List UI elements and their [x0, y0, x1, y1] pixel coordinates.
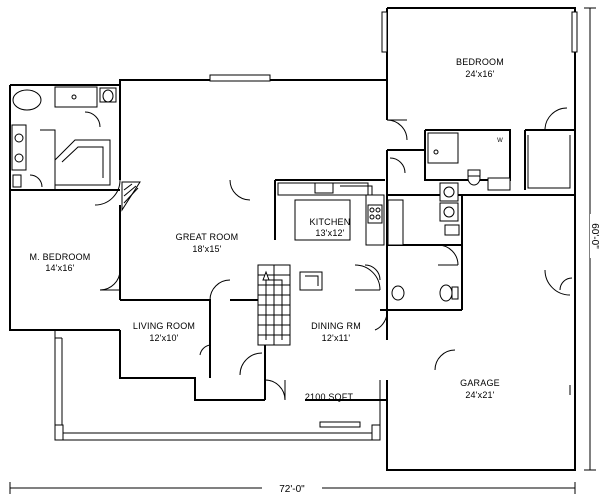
room-size-garage: 24'x21' [465, 390, 494, 400]
width-dimension: 72'-0" [279, 484, 305, 495]
depth-dimension: 60'-0" [589, 223, 600, 249]
toilet-icon [102, 89, 114, 103]
bathtub-icon [12, 89, 42, 111]
room-name-living-room: LIVING ROOM [133, 321, 195, 331]
room-labels: BEDROOM 24'x16' M. BEDROOM 14'x16' GREAT… [29, 57, 503, 402]
room-name-garage: GARAGE [460, 378, 500, 388]
area-label: 2100 SQFT [305, 392, 354, 402]
master-bath [11, 86, 117, 190]
doors [29, 107, 573, 401]
room-size-m-bedroom: 14'x16' [45, 263, 74, 273]
sink-icon [14, 153, 24, 163]
windows [209, 11, 578, 428]
room-name-great-room: GREAT ROOM [176, 232, 239, 242]
stove-icon [367, 204, 383, 224]
room-name-kitchen: KITCHEN [310, 217, 351, 227]
shower-icon [427, 132, 459, 164]
sink-icon [14, 133, 24, 143]
porch [54, 330, 381, 441]
refrigerator-icon [387, 199, 404, 246]
room-size-dining-rm: 12'x11' [322, 333, 351, 343]
stairs [257, 264, 323, 346]
room-name-m-bedroom: M. BEDROOM [29, 252, 90, 262]
room-size-kitchen: 13'x12' [315, 228, 344, 238]
sink-icon [391, 285, 405, 301]
svg-text:W: W [497, 138, 503, 144]
toilet-icon [439, 284, 453, 302]
kitchen-island [294, 199, 351, 241]
room-size-living-room: 12'x10' [149, 333, 178, 343]
sink-icon [314, 182, 334, 194]
room-size-bedroom: 24'x16' [465, 69, 494, 79]
room-name-bedroom: BEDROOM [456, 57, 504, 67]
bedroom-bath: W [427, 132, 571, 191]
fireplace [121, 181, 141, 212]
walls [9, 7, 576, 471]
room-size-great-room: 18'x15' [192, 244, 221, 254]
kitchen-fixtures [277, 182, 404, 246]
room-name-dining-rm: DINING RM [311, 321, 361, 331]
utility-fixtures [391, 182, 460, 302]
